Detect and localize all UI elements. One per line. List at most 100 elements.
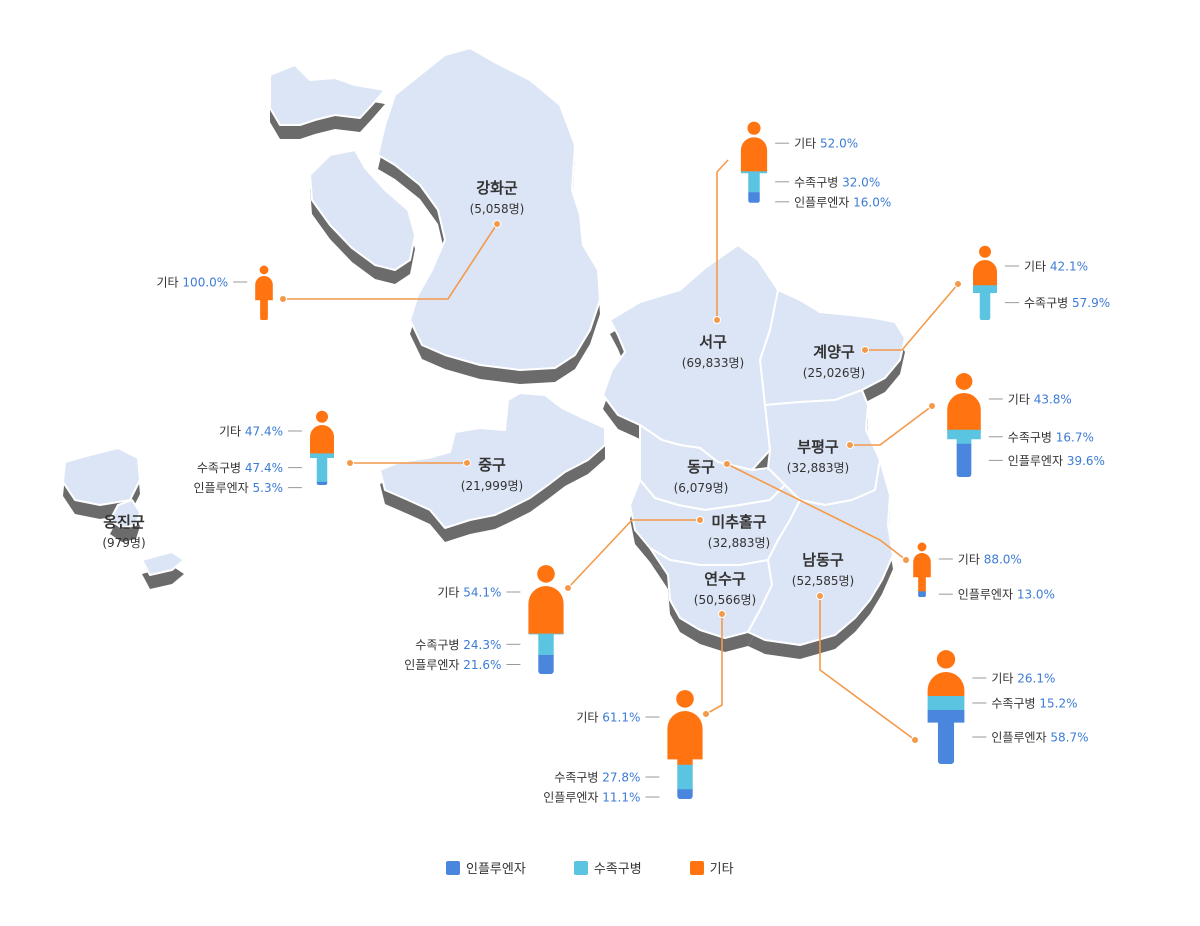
land-ganghwa_n: [269, 64, 386, 126]
district-name-michuhol: 미추홀구: [711, 513, 766, 531]
segment-bupyeong-0: [947, 393, 981, 431]
segment-gyeyang-0: [973, 260, 997, 286]
land-ongjin2: [109, 499, 141, 529]
stat-text: 기타 52.0%: [794, 137, 858, 151]
stat-text: 수족구병 15.2%: [991, 697, 1077, 711]
district-dot-dong: [723, 460, 731, 468]
district-dot-yeonsu: [718, 610, 726, 618]
person-figure-namdong: [927, 650, 965, 764]
segment-jung-1: [310, 453, 334, 483]
district-name-bupyeong: 부평구: [797, 438, 839, 456]
cholera-swatch: [573, 860, 588, 875]
stat-label-bupyeong-2: 인플루엔자 39.6%: [988, 454, 1105, 468]
influenza-swatch: [446, 860, 460, 875]
map-land: [62, 47, 906, 646]
figure-dot-namdong: [911, 736, 919, 744]
figure-dot-michuhol: [564, 584, 572, 592]
person-head: [676, 690, 694, 708]
figure-dot-dong: [902, 556, 910, 564]
stat-label-michuhol-0: 기타 54.1%: [437, 586, 521, 600]
person-figure-ganghwa: [255, 265, 273, 320]
stat-label-yeonsu-1: 수족구병 27.8%: [554, 771, 660, 785]
stat-text: 기타 61.1%: [576, 711, 640, 725]
district-name-dong: 동구: [687, 458, 715, 476]
stat-label-seo-1: 수족구병 32.0%: [775, 175, 880, 189]
segment-bupyeong-1: [947, 429, 981, 445]
stat-label-seo-0: 기타 52.0%: [775, 137, 858, 151]
other-swatch: [689, 860, 704, 875]
stat-text: 인플루엔자 11.1%: [543, 791, 640, 805]
leader-line-dong: [726, 463, 907, 561]
stat-text: 인플루엔자 5.3%: [193, 481, 283, 495]
district-dot-bupyeong: [846, 441, 854, 449]
figure-dot-jung: [346, 459, 354, 467]
stat-label-namdong-2: 인플루엔자 58.7%: [972, 730, 1089, 744]
district-count-bupyeong: (32,883명): [787, 461, 849, 475]
district-name-ganghwa: 강화군: [476, 179, 518, 197]
person-figure-seo: [740, 121, 768, 203]
district-dot-michuhol: [696, 516, 704, 524]
district-dot-gyeyang: [861, 346, 869, 354]
district-name-ongjin: 옹진군: [103, 513, 145, 531]
legend-label-cholera: 수족구병: [593, 862, 642, 877]
person-figure-bupyeong: [947, 373, 981, 477]
segment-yeonsu-1: [667, 764, 703, 790]
stat-text: 기타 43.8%: [1008, 393, 1072, 407]
legend-item-other: 기타: [689, 858, 734, 877]
district-dot-ganghwa: [493, 220, 501, 228]
stat-text: 수족구병 27.8%: [554, 771, 640, 785]
person-figure-dong: [913, 542, 931, 597]
stat-label-ganghwa-0: 기타 100.0%: [157, 276, 248, 290]
district-name-seo: 서구: [699, 333, 727, 351]
person-head: [316, 410, 328, 423]
stat-label-namdong-1: 수족구병 15.2%: [972, 697, 1078, 711]
stat-label-dong-0: 기타 88.0%: [938, 553, 1022, 567]
person-figure-jung: [310, 410, 334, 485]
leader-line-bupyeong: [850, 405, 933, 446]
leader-line-gyeyang: [865, 283, 959, 351]
district-count-namdong: (52,585명): [792, 574, 854, 588]
stat-label-bupyeong-1: 수족구병 16.7%: [988, 430, 1094, 444]
district-dot-jung: [463, 459, 471, 467]
land-ongjin1: [62, 447, 141, 506]
land-ganghwa: [377, 47, 601, 371]
land-jung: [379, 392, 606, 529]
stat-label-jung-1: 수족구병 47.4%: [197, 461, 302, 475]
legend-item-cholera: 수족구병: [573, 858, 642, 877]
segment-yeonsu-0: [667, 711, 703, 766]
stat-text: 수족구병 16.7%: [1008, 430, 1094, 444]
figure-dot-bupyeong: [928, 402, 936, 410]
stat-label-gyeyang-0: 기타 42.1%: [1005, 260, 1088, 274]
segment-jung-2: [310, 481, 334, 485]
stat-text: 수족구병 24.3%: [415, 638, 501, 652]
figure-dot-gyeyang: [954, 280, 962, 288]
land-seo: [602, 244, 791, 471]
stat-text: 수족구병 57.9%: [1024, 296, 1110, 310]
stat-label-dong-1: 인플루엔자 13.0%: [938, 588, 1055, 602]
stat-label-yeonsu-0: 기타 61.1%: [576, 711, 660, 725]
person-figure-michuhol: [528, 565, 564, 674]
stat-text: 인플루엔자 16.0%: [794, 195, 891, 209]
segment-ganghwa-0: [255, 276, 273, 320]
segment-seo-1: [740, 171, 768, 193]
segment-namdong-0: [927, 672, 965, 697]
legend-label-influenza: 인플루엔자: [466, 862, 526, 877]
district-count-ongjin: (979명): [102, 536, 145, 550]
land-namdong: [747, 459, 894, 646]
stat-text: 인플루엔자 21.6%: [404, 658, 501, 672]
figure-dot-yeonsu: [702, 710, 710, 718]
district-name-namdong: 남동구: [802, 551, 844, 569]
leader-lines: [279, 159, 962, 744]
land-gyeyang: [759, 289, 906, 406]
person-head: [917, 542, 927, 552]
stat-text: 기타 26.1%: [991, 672, 1055, 686]
person-head: [955, 373, 973, 390]
legend: 인플루엔자 수족구병 기타: [446, 858, 734, 877]
person-head: [259, 265, 269, 275]
leader-line-ganghwa: [283, 223, 498, 300]
legend-label-other: 기타: [709, 862, 734, 877]
segment-dong-0: [913, 553, 931, 592]
district-name-gyeyang: 계양구: [813, 343, 855, 361]
figure-dot-seo: [713, 316, 721, 324]
